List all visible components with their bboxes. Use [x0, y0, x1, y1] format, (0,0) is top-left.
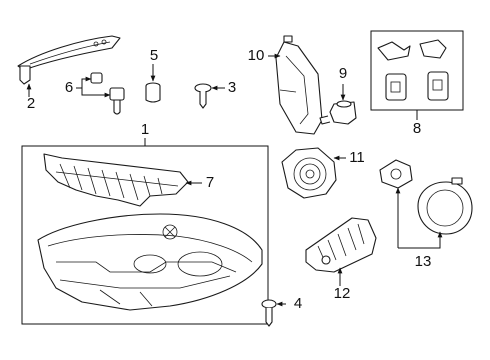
callout-12: 12: [334, 285, 351, 302]
control-module-part[interactable]: [275, 35, 323, 135]
headlamp-housing-part[interactable]: [37, 213, 263, 311]
callout-5: 5: [150, 47, 158, 64]
bracket-kit-part[interactable]: [377, 39, 449, 101]
leader-13b: [398, 231, 443, 249]
kit-8-box: [370, 30, 464, 111]
leader-6b: [81, 88, 111, 98]
headlamp-bracket-part[interactable]: [43, 153, 189, 207]
small-module-13-part[interactable]: [379, 159, 413, 189]
socket-part[interactable]: [145, 82, 161, 103]
round-cover-13-part[interactable]: [417, 177, 473, 235]
callout-13: 13: [415, 253, 432, 270]
trim-strip-part[interactable]: [17, 35, 121, 85]
round-module-11-part[interactable]: [281, 147, 337, 199]
callout-9: 9: [339, 65, 347, 82]
callout-10: 10: [248, 47, 265, 64]
callout-2: 2: [27, 95, 35, 112]
callout-4: 4: [294, 295, 302, 312]
screw-3-part[interactable]: [194, 83, 212, 109]
bulb-part[interactable]: [90, 72, 125, 115]
leader-6a: [76, 76, 92, 89]
ballast-part[interactable]: [305, 217, 377, 273]
sensor-part[interactable]: [319, 100, 357, 125]
callout-3: 3: [228, 79, 236, 96]
callout-1: 1: [141, 121, 149, 138]
screw-4-part[interactable]: [261, 299, 277, 327]
callout-8: 8: [413, 120, 421, 137]
callout-7: 7: [206, 174, 214, 191]
callout-6: 6: [65, 79, 73, 96]
callout-11: 11: [349, 149, 365, 166]
